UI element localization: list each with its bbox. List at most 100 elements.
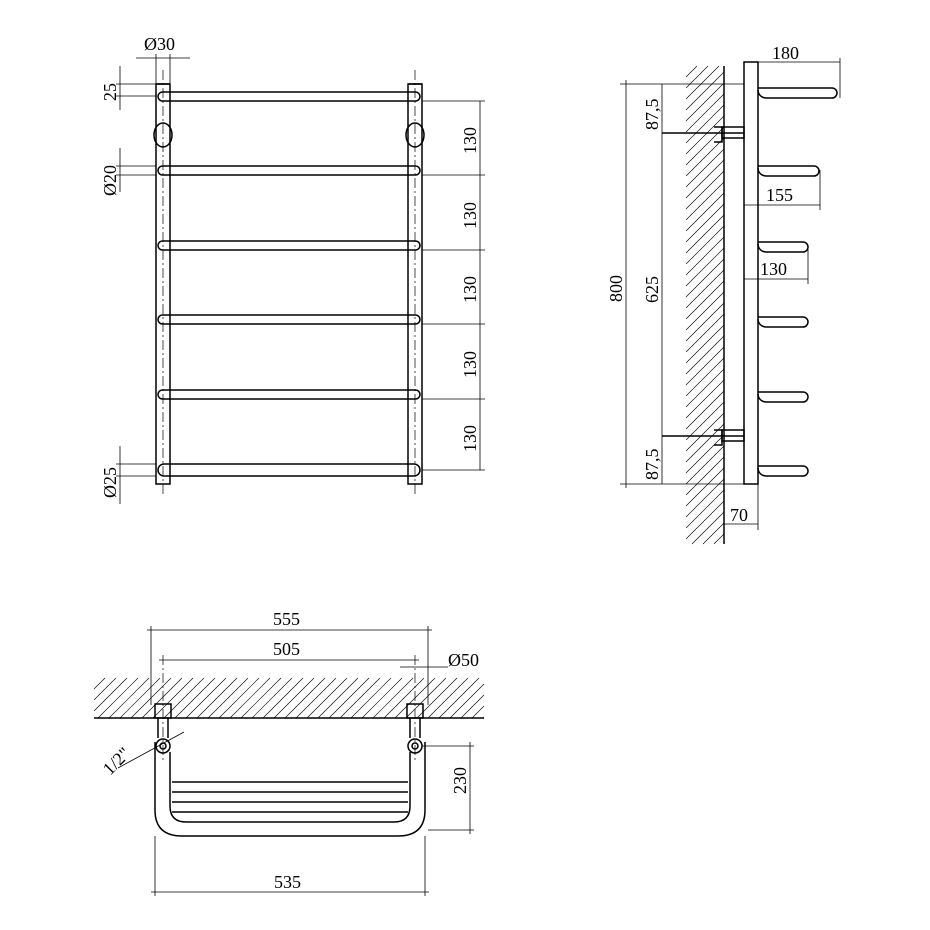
hatch-line <box>141 677 183 719</box>
hatch-line <box>174 677 216 719</box>
hatch-line <box>93 677 117 701</box>
dim-d-flange: Ø50 <box>448 650 479 670</box>
hatch-line <box>97 677 139 719</box>
hatch-line <box>685 65 709 89</box>
side-frame <box>743 61 759 485</box>
hatch-line <box>685 170 725 210</box>
dim-spacing-1: 130 <box>460 127 480 154</box>
top-view: 555 505 Ø50 1/2" 230 535 <box>93 609 485 896</box>
dim-depth-min: 130 <box>760 259 787 279</box>
hatch-line <box>691 511 725 545</box>
hatch-line <box>685 445 725 485</box>
side-wall-hatch <box>685 65 725 545</box>
hatch-line <box>685 214 725 254</box>
hatch-line <box>713 533 725 545</box>
hatch-line <box>685 467 725 507</box>
hatch-line <box>449 683 485 719</box>
hatch-line <box>284 677 326 719</box>
hatch-line <box>152 677 194 719</box>
dim-spacing-5: 130 <box>460 425 480 452</box>
dim-spacing-2: 130 <box>460 202 480 229</box>
front-rails <box>157 91 421 477</box>
top-frame-inner <box>169 752 411 823</box>
hatch-line <box>685 379 725 419</box>
dim-height-total: 800 <box>606 275 626 302</box>
hatch-line <box>685 137 725 177</box>
hatch-line <box>685 65 698 78</box>
dim-d-top-post: Ø30 <box>144 34 175 54</box>
rail-4 <box>157 314 421 325</box>
hatch-line <box>218 677 260 719</box>
hatch-line <box>685 159 725 199</box>
hatch-line <box>685 65 720 100</box>
dim-wall-gap: 70 <box>730 505 748 525</box>
hatch-line <box>350 677 392 719</box>
hatch-line <box>229 677 271 719</box>
hatch-line <box>685 291 725 331</box>
dim-mount-distance: 625 <box>642 276 662 303</box>
hatch-line <box>240 677 282 719</box>
side-rail-2 <box>757 165 820 177</box>
mount-left <box>153 122 173 148</box>
hatch-line <box>685 181 725 221</box>
dim-depth: 230 <box>450 767 470 794</box>
hatch-line <box>339 677 381 719</box>
front-spacing-dims: 130 130 130 130 130 <box>422 100 485 471</box>
side-rail-4 <box>757 316 809 328</box>
hatch-line <box>685 236 725 276</box>
dim-top-offset-side: 87,5 <box>642 99 662 131</box>
rail-1 <box>157 91 421 102</box>
rail-6 <box>157 463 421 477</box>
hatch-line <box>251 677 293 719</box>
dim-spacing-3: 130 <box>460 276 480 303</box>
dim-width-outer: 555 <box>273 609 300 629</box>
hatch-line <box>119 677 161 719</box>
hatch-line <box>685 401 725 441</box>
top-frame-outer <box>154 742 426 837</box>
hatch-line <box>685 247 725 287</box>
hatch-line <box>207 677 249 719</box>
hatch-line <box>685 324 725 364</box>
hatch-line <box>685 412 725 452</box>
hatch-line <box>685 390 725 430</box>
hatch-line <box>685 71 725 111</box>
hatch-line <box>361 677 403 719</box>
hatch-line <box>185 677 227 719</box>
hatch-line <box>460 694 485 719</box>
hatch-line <box>685 280 725 320</box>
side-rail-5 <box>757 391 809 403</box>
hatch-line <box>685 148 725 188</box>
side-rails <box>757 87 838 477</box>
hatch-line <box>93 677 106 690</box>
side-view: 180 155 130 70 800 87,5 625 87,5 <box>606 43 841 545</box>
hatch-line <box>685 357 725 397</box>
hatch-line <box>685 203 725 243</box>
dim-top-offset: 25 <box>100 83 120 101</box>
hatch-line <box>306 677 348 719</box>
hatch-line <box>685 456 725 496</box>
hatch-line <box>273 677 315 719</box>
dim-d-rail: Ø20 <box>100 165 120 196</box>
side-mount-bottom <box>662 429 745 446</box>
hatch-line <box>685 434 725 474</box>
dim-d-bottom-post: Ø25 <box>100 467 120 498</box>
hatch-line <box>471 705 485 719</box>
hatch-line <box>685 335 725 375</box>
front-view: Ø30 25 Ø20 Ø25 130 130 130 130 130 <box>100 34 485 504</box>
hatch-line <box>685 93 725 133</box>
hatch-line <box>108 677 150 719</box>
hatch-line <box>685 82 725 122</box>
hatch-line <box>262 677 304 719</box>
hatch-line <box>702 522 725 545</box>
dim-spacing-4: 130 <box>460 351 480 378</box>
side-mount-top <box>662 126 745 143</box>
rail-5 <box>157 389 421 400</box>
rail-2 <box>157 165 421 176</box>
side-rail-1 <box>757 87 838 99</box>
top-wall-hatch <box>93 677 485 719</box>
hatch-line <box>196 677 238 719</box>
hatch-line <box>685 269 725 309</box>
hatch-line <box>685 192 725 232</box>
hatch-line <box>685 346 725 386</box>
